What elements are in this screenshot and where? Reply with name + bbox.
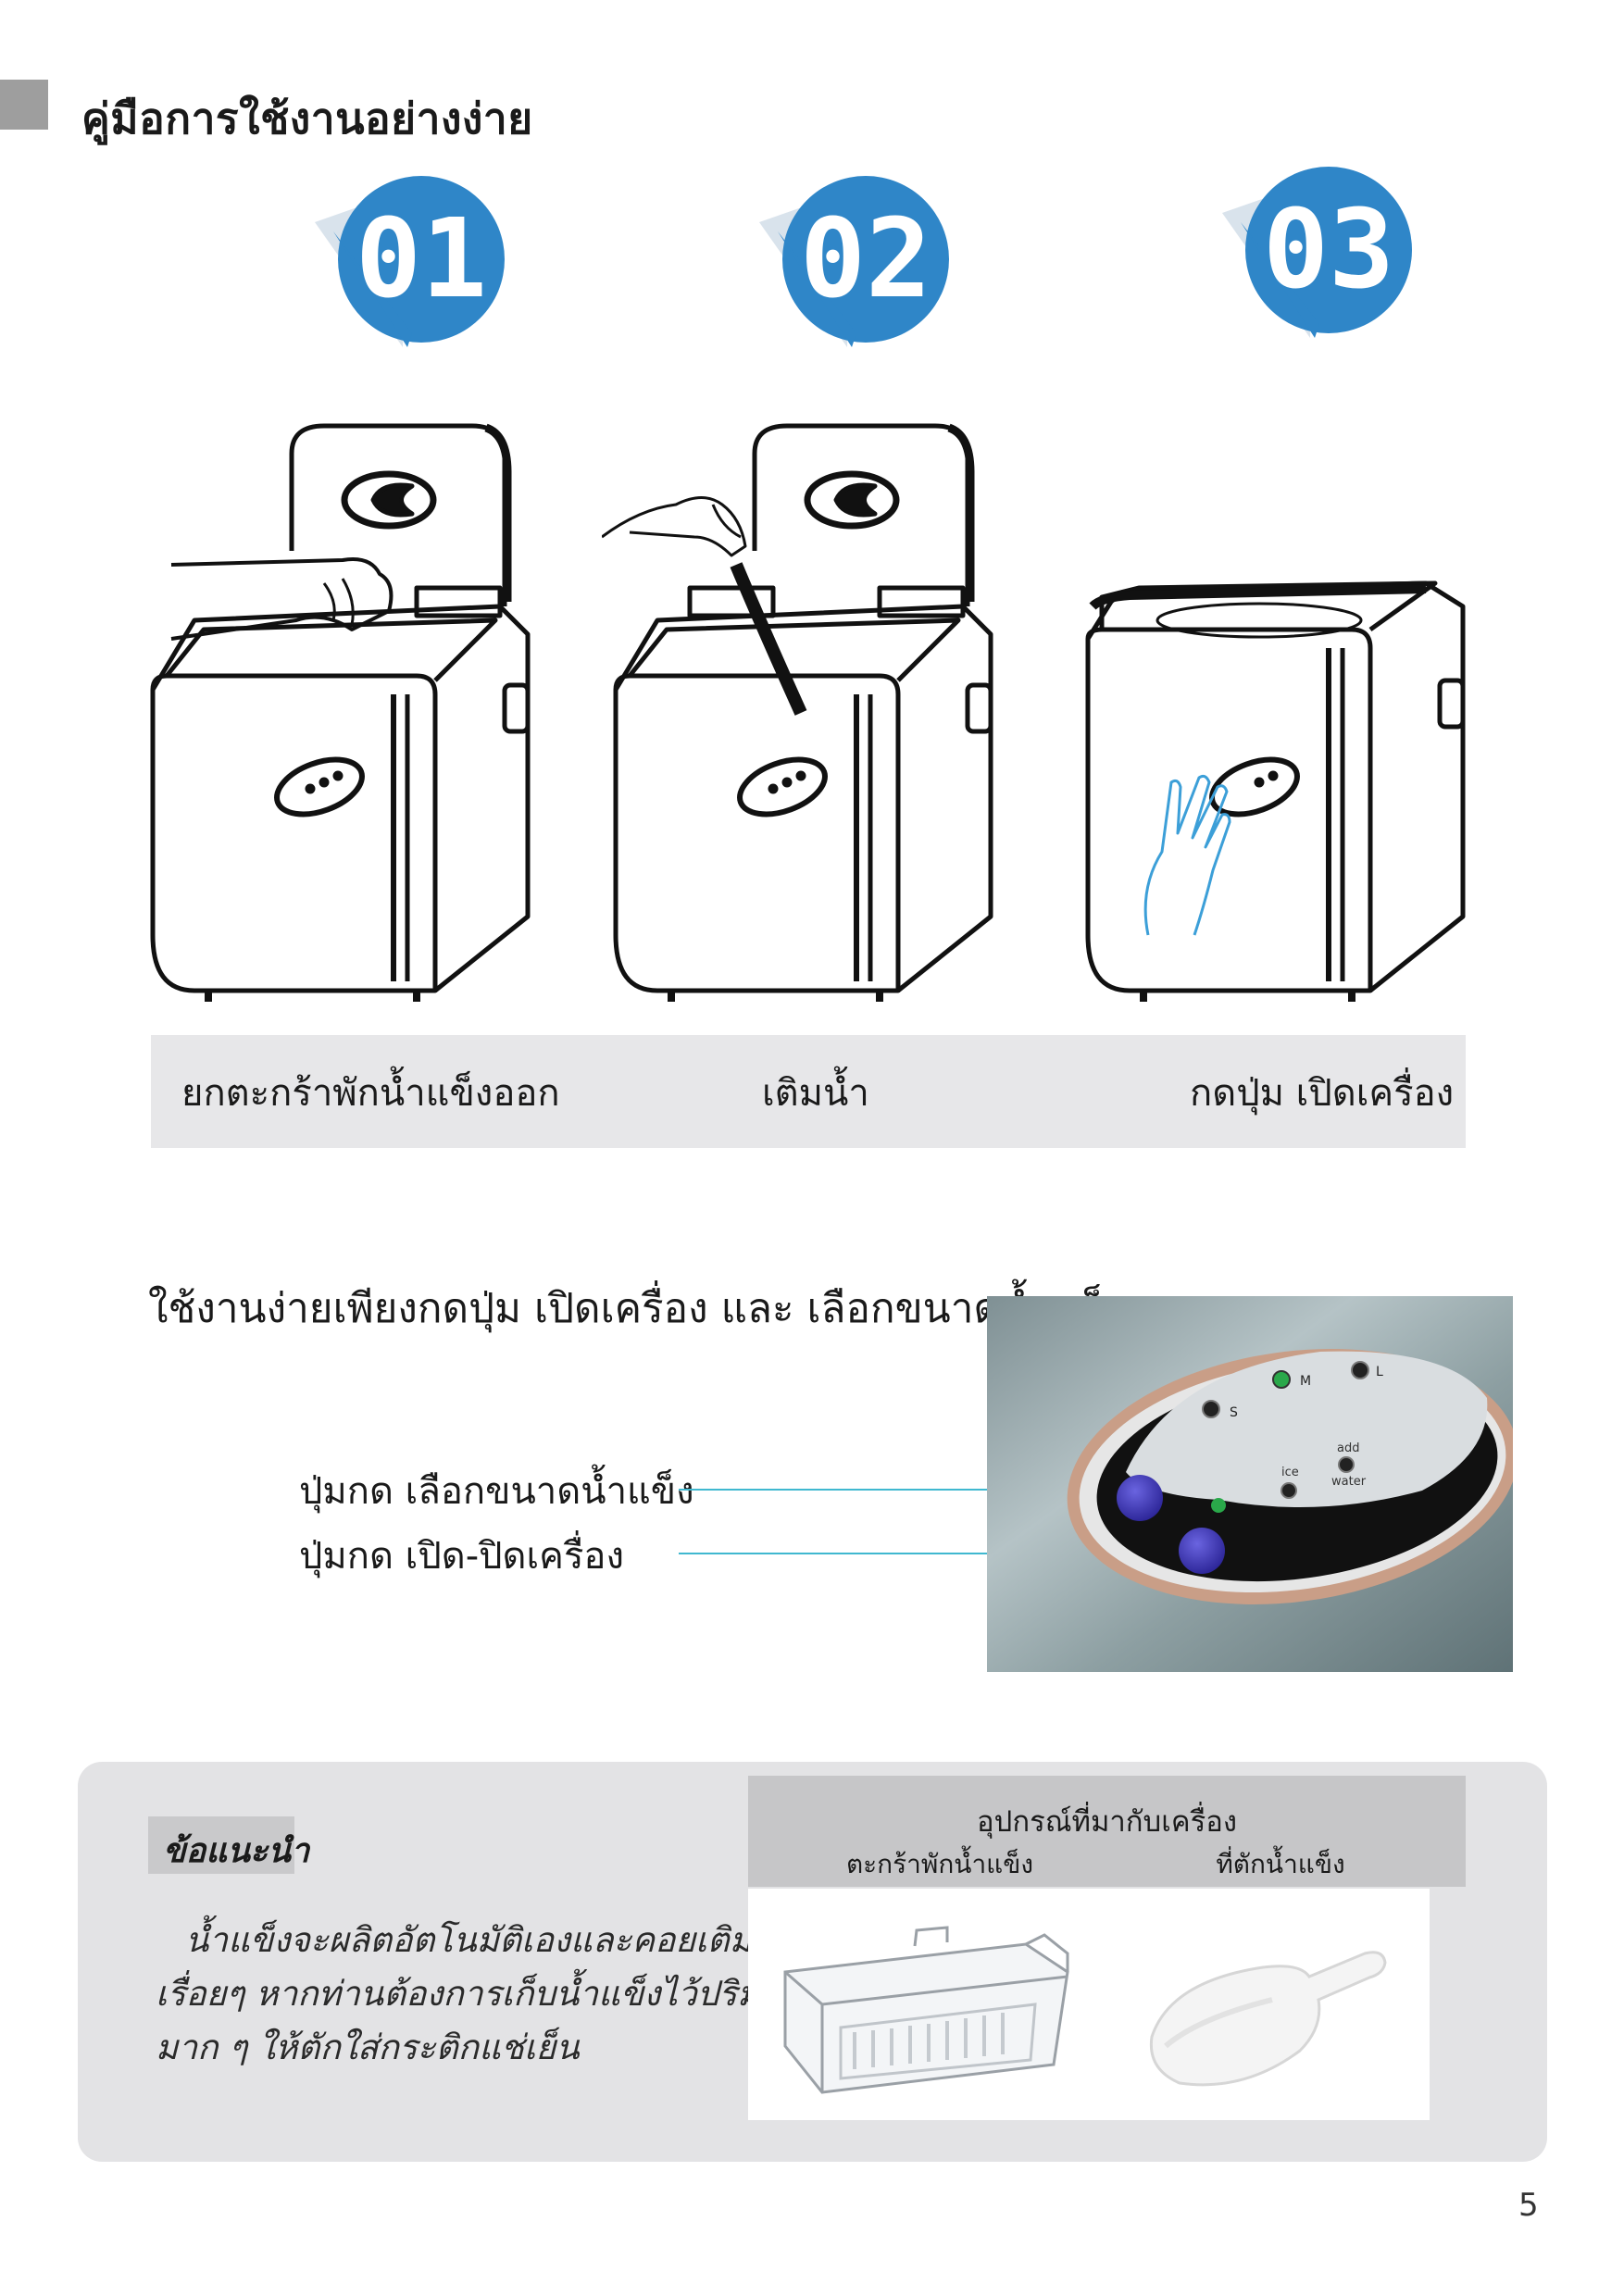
tips-heading-chip [148, 1816, 294, 1874]
step-2-caption: เติมน้ำ [762, 1072, 869, 1115]
step-1-illustration [139, 417, 537, 1009]
controls-section-title: ใช้งานง่ายเพียงกดปุ่ม เปิดเครื่อง และ เล… [148, 1285, 1125, 1332]
tip-line-1: น้ำแข็งจะผลิตอัตโนมัติเองและคอยเติมอยู่ [185, 1920, 793, 1960]
accessories-title: อุปกรณ์ที่มากับเครื่อง [977, 1805, 1237, 1839]
power-button-image [1179, 1528, 1225, 1574]
ice-scoop-image [1087, 1889, 1430, 2120]
size-button-label: ปุ่มกด เลือกขนาดน้ำแข็ง [299, 1470, 694, 1513]
step-number: 01 [356, 194, 487, 322]
step-1-caption: ยกตะกร้าพักน้ำแข็งออก [181, 1072, 560, 1115]
size-s-label: S [1230, 1405, 1238, 1420]
step-2-illustration [601, 417, 1000, 1009]
power-button-label: ปุ่มกด เปิด-ปิดเครื่อง [299, 1535, 624, 1578]
size-m-label: M [1300, 1374, 1311, 1389]
tips-heading: ข้อแนะนำ [163, 1832, 310, 1870]
step-3-illustration [1074, 417, 1472, 1009]
ice-basket-image [748, 1889, 1091, 2120]
step-3-caption: กดปุ่ม เปิดเครื่อง [1190, 1072, 1455, 1115]
step-badge-03: 03 [1204, 157, 1426, 370]
header-marker [0, 80, 48, 130]
add-water-label-bottom: water [1331, 1475, 1367, 1489]
step-badge-02: 02 [741, 167, 963, 380]
size-button-leader-line [679, 1489, 1119, 1491]
tip-line-3: มาก ๆ ให้ตักใส่กระติกแช่เย็น [156, 2028, 580, 2067]
step-number: 02 [800, 194, 931, 322]
accessory-scoop-label: ที่ตักน้ำแข็ง [1216, 1849, 1345, 1879]
add-water-label-top: add [1337, 1441, 1359, 1455]
size-l-label: L [1376, 1365, 1383, 1379]
ice-indicator-label: ice [1281, 1466, 1299, 1479]
power-button-leader-line [679, 1553, 1197, 1554]
accessories-header [748, 1776, 1466, 1887]
step-badge-01: 01 [296, 167, 518, 380]
accessory-basket-label: ตะกร้าพักน้ำแข็ง [845, 1849, 1034, 1879]
step-number: 03 [1263, 185, 1394, 313]
size-select-button-image [1117, 1475, 1163, 1521]
control-panel-photo: S M L ice add water [987, 1296, 1513, 1672]
page-title: คู่มือการใช้งานอย่างง่าย [81, 94, 533, 144]
steps-caption-band [151, 1035, 1466, 1148]
tip-line-2: เรื่อยๆ หากท่านต้องการเก็บน้ำแข็งไว้ปริม… [156, 1974, 811, 2014]
page-number: 5 [1518, 2187, 1539, 2224]
